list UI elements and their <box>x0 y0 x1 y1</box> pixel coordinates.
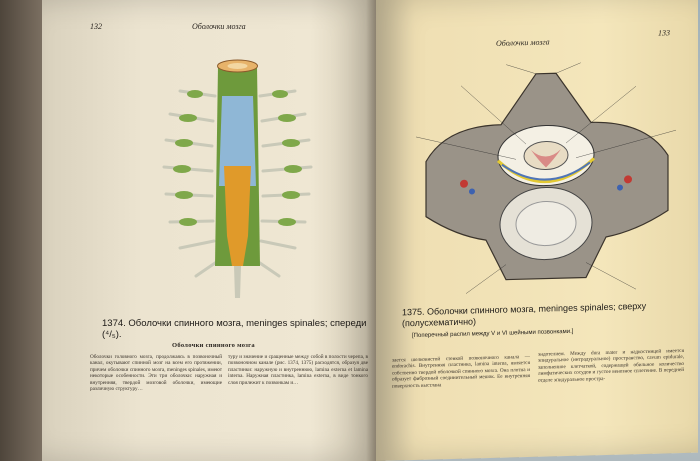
left-text-column-1: Оболочки головного мозга, продолжаясь в … <box>90 354 222 393</box>
right-page: Оболочки мозга 133 <box>376 0 698 461</box>
right-text-column-1: зается шелковистой стенкой позвоночного … <box>392 353 530 390</box>
left-running-head: Оболочки мозга <box>192 22 246 31</box>
open-book: 132 Оболочки мозга <box>20 0 698 461</box>
spinal-cord-anterior-illustration <box>162 59 313 298</box>
left-figure-caption: 1374. Оболочки спинного мозга, meninges … <box>102 318 367 340</box>
left-text-column-2: туру и значение и сращенные между собой … <box>228 354 368 386</box>
left-page: 132 Оболочки мозга <box>42 0 378 461</box>
right-figure-caption: 1375. Оболочки спинного мозга, meninges … <box>402 300 647 329</box>
left-section-heading: Оболочки спинного мозга <box>172 342 255 349</box>
right-running-head: Оболочки мозга <box>496 37 550 48</box>
left-page-number: 132 <box>90 22 102 31</box>
right-page-number: 133 <box>658 28 670 38</box>
spinal-cord-cross-section-illustration <box>415 62 677 294</box>
right-text-column-2: эндотелием. Между dura mater и надкостни… <box>538 347 684 384</box>
